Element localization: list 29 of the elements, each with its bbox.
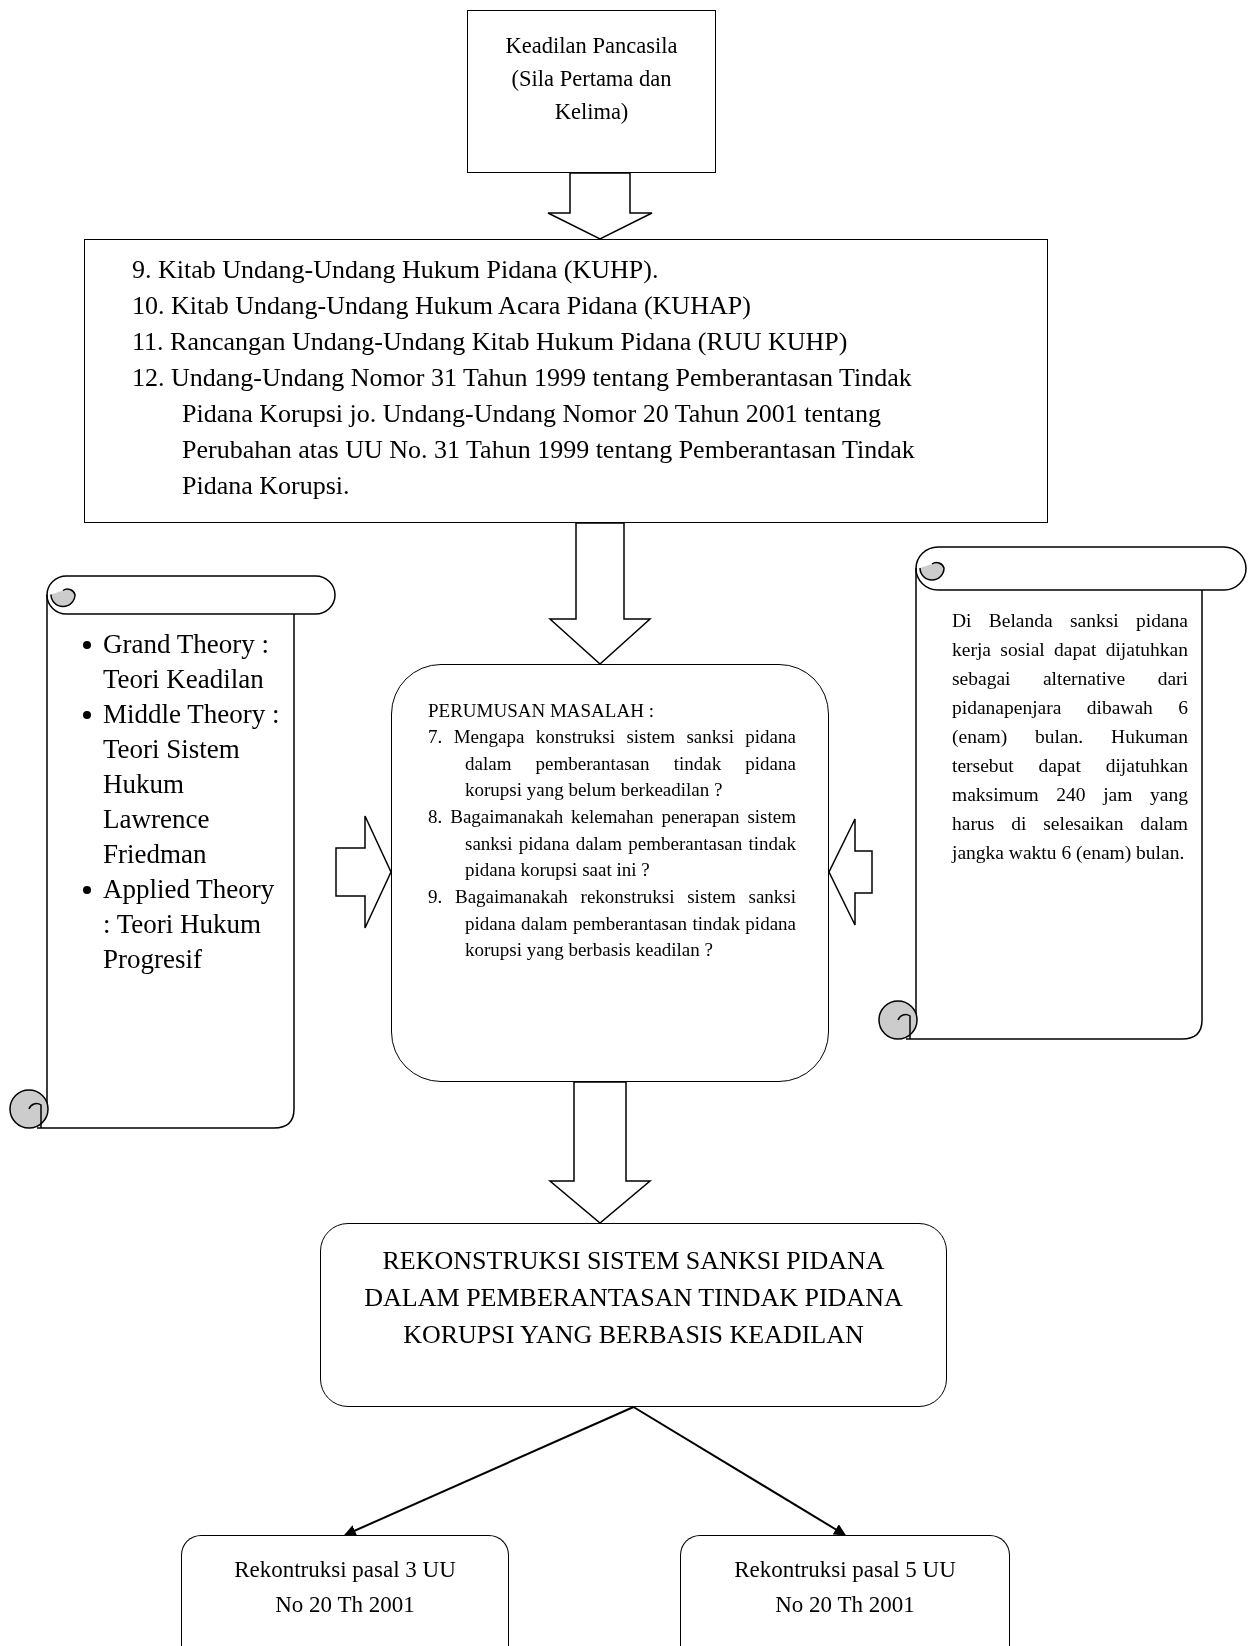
block-arrow [548,522,652,665]
theory-item: Middle Theory : Teori Sistem Hukum Lawrence Friedman [103,698,281,871]
law-item: 12. Undang-Undang Nomor 31 Tahun 1999 tentang Pemberantasan Tindak Pidana Korupsi jo. Undang-Undang Nomor 20 Tahun 2001 tentang Perubahan atas UU No. 31 Tahun 1999 tentang Pemberantasan Tindak Pidana Korupsi. [132,362,916,502]
article-box [680,1535,1010,1646]
problem-box [391,664,829,1082]
box-text: Keadilan Pancasila (Sila Pertama dan Kelima) [504,32,679,126]
law-item: 11. Rancangan Undang-Undang Kitab Hukum Pidana (RUU KUHP) [132,326,849,358]
arrow [343,1406,635,1537]
article-box [181,1535,509,1646]
law-item: 9. Kitab Undang-Undang Hukum Pidana (KUHP). [132,254,660,286]
block-arrow [828,818,873,926]
problem-item: 7. Mengapa konstruksi sistem sanksi pidana dalam pemberantasan tindak pidana korupsi yang belum berkeadilan ? [428,725,796,802]
theory-item: Applied Theory : Teori Hukum Progresif [103,873,276,976]
block-arrow [335,815,392,929]
result-box [320,1223,947,1407]
problem-heading: PERUMUSAN MASALAH : [428,699,655,723]
problem-item: 9. Bagaimanakah rekonstruksi sistem sanksi pidana dalam pemberantasan tindak pidana korupsi yang berbasis keadilan ? [428,885,796,962]
note-text: Di Belanda sanksi pidana kerja sosial dapat dijatuhkan sebagai alternative dari pidanapenjara dibawah 6 (enam) bulan. Hukuman tersebut dapat dijatuhkan maksimum 240 jam yang harus di selesaikan dalam jangka waktu 6 (enam) bulan. [952,609,1188,865]
value-box [467,10,716,173]
law-list-box [84,239,1048,523]
theory-item: Grand Theory : Teori Keadilan [103,628,270,696]
problem-item: 8. Bagaimanakah kelemahan penerapan sistem sanksi pidana dalam pemberantasan tindak pidana korupsi saat ini ? [428,805,796,882]
block-arrow [547,1081,653,1224]
block-arrow [547,172,653,240]
article-text: Rekontruksi pasal 5 UU No 20 Th 2001 [733,1556,957,1619]
law-item: 10. Kitab Undang-Undang Hukum Acara Pidana (KUHAP) [132,290,752,322]
article-text: Rekontruksi pasal 3 UU No 20 Th 2001 [233,1556,457,1619]
result-text: REKONSTRUKSI SISTEM SANKSI PIDANA DALAM PEMBERANTASAN TINDAK PIDANA KORUPSI YANG BERBASIS KEADILAN [363,1245,904,1351]
arrow [632,1406,847,1536]
